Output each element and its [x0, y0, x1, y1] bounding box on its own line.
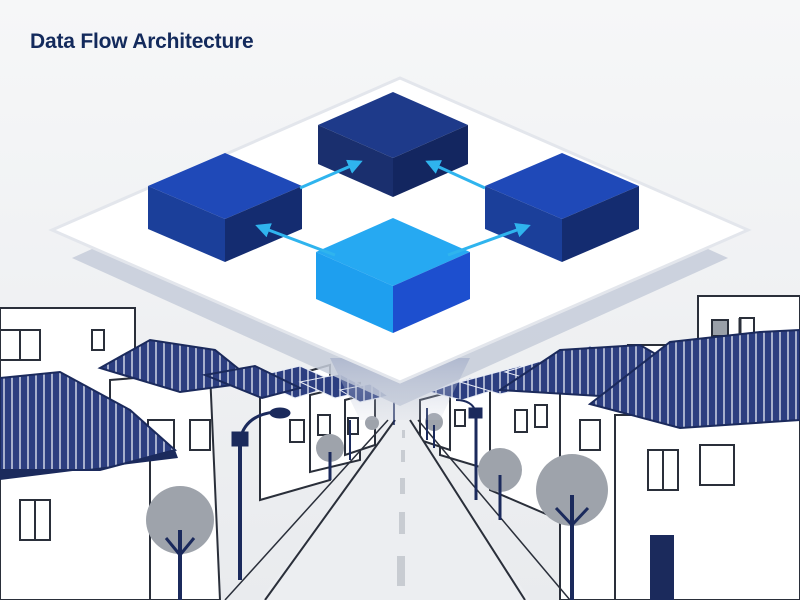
flow-arrows	[255, 159, 531, 257]
street-scene	[0, 295, 800, 600]
diagram-title: Data Flow Architecture	[30, 30, 254, 53]
arrow-left-to-top	[299, 159, 363, 190]
block-bottom	[316, 218, 470, 333]
arrow-right-to-top	[425, 160, 486, 190]
street-lamp-icon	[231, 399, 483, 580]
arrow-bottom-to-right	[447, 223, 531, 257]
block-left	[148, 153, 302, 262]
hanok-front-right	[587, 328, 800, 600]
houses-left-row	[259, 363, 376, 502]
hanok-front-left	[0, 370, 178, 600]
road	[224, 419, 571, 600]
block-right	[485, 153, 639, 262]
lane-markings	[397, 430, 405, 586]
arrow-bottom-to-left	[255, 223, 336, 257]
tree-icon	[146, 413, 608, 600]
